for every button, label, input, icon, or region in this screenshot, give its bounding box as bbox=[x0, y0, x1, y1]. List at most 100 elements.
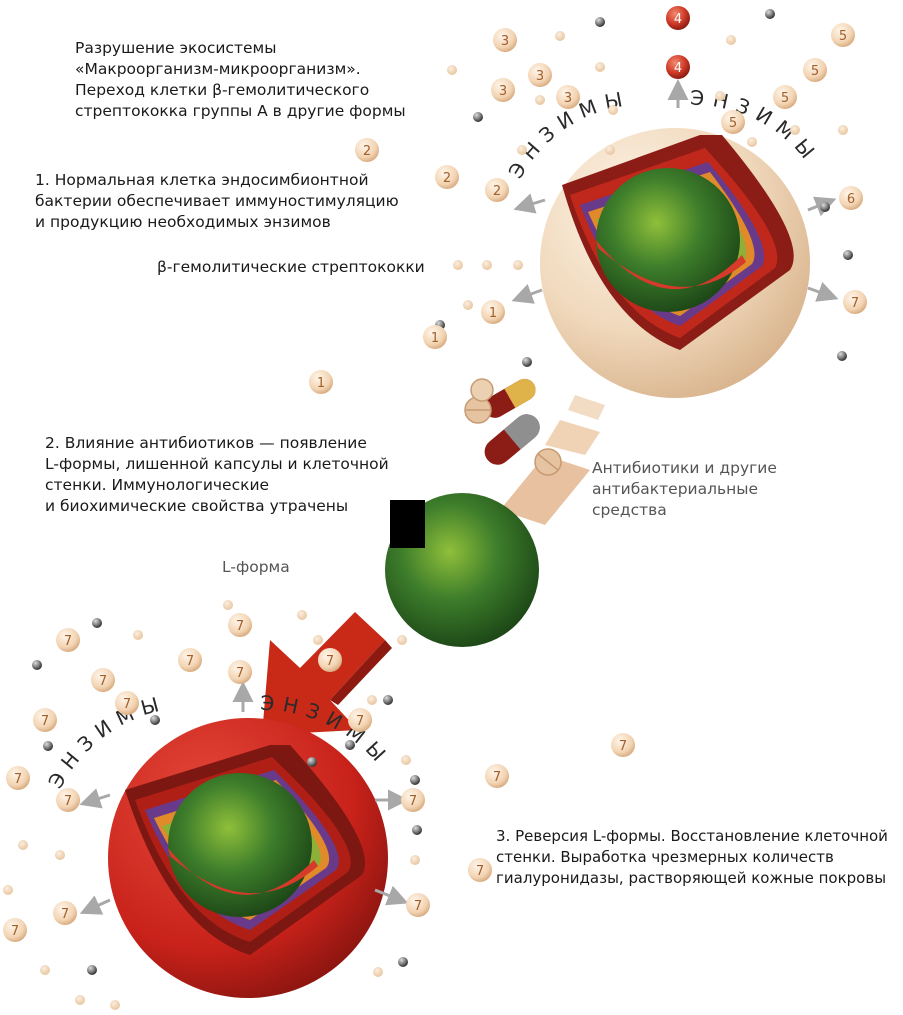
particle-dot bbox=[133, 630, 143, 640]
particle-dot bbox=[535, 95, 545, 105]
particle-dot bbox=[3, 885, 13, 895]
particle-dot bbox=[397, 635, 407, 645]
enzyme-ball: 7 bbox=[115, 691, 139, 715]
particle-dot bbox=[715, 91, 725, 101]
cell-nucleus-bottom bbox=[168, 773, 312, 917]
enzyme-number: 7 bbox=[493, 770, 501, 785]
enzyme-ball: 7 bbox=[178, 648, 202, 672]
antibiotics-caption: Антибиотики и другие антибактериальные с… bbox=[592, 458, 777, 521]
l-form-cell bbox=[385, 493, 539, 647]
enzyme-ball: 4 bbox=[666, 55, 690, 79]
stage3-line: 3. Реверсия L-формы. Восстановление клет… bbox=[496, 826, 888, 847]
particle-dot bbox=[55, 850, 65, 860]
particle-dot bbox=[313, 635, 323, 645]
particle-dot bbox=[838, 125, 848, 135]
molecule-dot bbox=[595, 17, 605, 27]
enzyme-ball: 1 bbox=[309, 370, 333, 394]
stage2-description: 2. Влияние антибиотиков — появление L-фо… bbox=[45, 433, 389, 517]
enzyme-ball: 3 bbox=[528, 63, 552, 87]
enzyme-number: 7 bbox=[123, 697, 131, 712]
enzyme-ball: 7 bbox=[91, 668, 115, 692]
particle-dot bbox=[410, 855, 420, 865]
enzyme-ball: 7 bbox=[56, 628, 80, 652]
enzyme-ball: 1 bbox=[481, 300, 505, 324]
enzyme-number: 7 bbox=[356, 714, 364, 729]
particle-dot bbox=[297, 610, 307, 620]
stage1-caption: β-гемолитические стрептококки bbox=[157, 257, 425, 278]
enzyme-ball: 3 bbox=[491, 78, 515, 102]
stage1-line: и продукцию необходимых энзимов bbox=[35, 212, 399, 233]
enzyme-number: 7 bbox=[14, 772, 22, 787]
enzyme-number: 7 bbox=[476, 864, 484, 879]
enzyme-number: 7 bbox=[61, 907, 69, 922]
enzyme-ball: 5 bbox=[803, 58, 827, 82]
stage2-line: L-формы, лишенной капсулы и клеточной bbox=[45, 454, 389, 475]
particle-dot bbox=[726, 35, 736, 45]
particle-dot bbox=[401, 755, 411, 765]
particle-dot bbox=[555, 31, 565, 41]
molecule-dot bbox=[837, 351, 847, 361]
molecule-dot bbox=[843, 250, 853, 260]
enzyme-ball: 6 bbox=[839, 186, 863, 210]
antibiotics-line: средства bbox=[592, 500, 777, 521]
enzyme-number: 2 bbox=[493, 184, 501, 199]
enzyme-number: 7 bbox=[64, 634, 72, 649]
enzyme-number: 7 bbox=[64, 794, 72, 809]
enzyme-number: 3 bbox=[536, 69, 544, 84]
enzyme-number: 7 bbox=[236, 619, 244, 634]
particle-dot bbox=[513, 260, 523, 270]
pills-icon bbox=[465, 375, 561, 475]
molecule-dot bbox=[765, 9, 775, 19]
molecule-dot bbox=[410, 775, 420, 785]
particle-dot bbox=[608, 105, 618, 115]
enzyme-ball: 1 bbox=[423, 325, 447, 349]
enzyme-ball: 7 bbox=[56, 788, 80, 812]
enzyme-number: 7 bbox=[11, 924, 19, 939]
particle-dot bbox=[110, 1000, 120, 1010]
enzyme-ball: 7 bbox=[468, 858, 492, 882]
enzyme-ball: 7 bbox=[406, 893, 430, 917]
particle-dot bbox=[463, 300, 473, 310]
particle-dot bbox=[373, 967, 383, 977]
enzyme-number: 7 bbox=[851, 296, 859, 311]
cutout-square bbox=[390, 500, 425, 548]
enzyme-number: 1 bbox=[317, 376, 325, 391]
molecule-dot bbox=[383, 695, 393, 705]
enzyme-ball: 7 bbox=[228, 613, 252, 637]
molecule-dot bbox=[87, 965, 97, 975]
enzyme-ball: 2 bbox=[435, 165, 459, 189]
particle-dot bbox=[18, 840, 28, 850]
enzyme-number: 4 bbox=[674, 12, 682, 27]
molecule-dot bbox=[412, 825, 422, 835]
molecule-dot bbox=[820, 202, 830, 212]
enzyme-number: 3 bbox=[499, 84, 507, 99]
enzyme-number: 1 bbox=[489, 306, 497, 321]
enzyme-number: 1 bbox=[431, 331, 439, 346]
antibiotics-line: антибактериальные bbox=[592, 479, 777, 500]
enzyme-ball: 2 bbox=[355, 138, 379, 162]
enzyme-ball: 7 bbox=[348, 708, 372, 732]
l-form-caption: L-форма bbox=[222, 557, 290, 578]
enzyme-ball: 7 bbox=[843, 290, 867, 314]
enzyme-ball: 7 bbox=[485, 764, 509, 788]
enzyme-number: 4 bbox=[674, 61, 682, 76]
enzyme-ball: 5 bbox=[773, 85, 797, 109]
molecule-dot bbox=[473, 112, 483, 122]
enzyme-number: 7 bbox=[619, 739, 627, 754]
molecule-dot bbox=[92, 618, 102, 628]
enzyme-ball: 2 bbox=[485, 178, 509, 202]
enzyme-ball: 7 bbox=[53, 901, 77, 925]
enzyme-number: 5 bbox=[811, 64, 819, 79]
stage3-line: стенки. Выработка чрезмерных количеств bbox=[496, 847, 888, 868]
enzyme-ball: 4 bbox=[666, 6, 690, 30]
stage2-line: стенки. Иммунологические bbox=[45, 475, 389, 496]
enzyme-ball: 7 bbox=[401, 788, 425, 812]
particle-dot bbox=[517, 145, 527, 155]
enzyme-number: 7 bbox=[236, 666, 244, 681]
stage3-description: 3. Реверсия L-формы. Восстановление клет… bbox=[496, 826, 888, 889]
enzyme-number: 3 bbox=[564, 91, 572, 106]
antibiotics-line: Антибиотики и другие bbox=[592, 458, 777, 479]
molecule-dot bbox=[32, 660, 42, 670]
heading-line: Разрушение экосистемы bbox=[75, 38, 406, 59]
enzyme-ball: 7 bbox=[6, 766, 30, 790]
